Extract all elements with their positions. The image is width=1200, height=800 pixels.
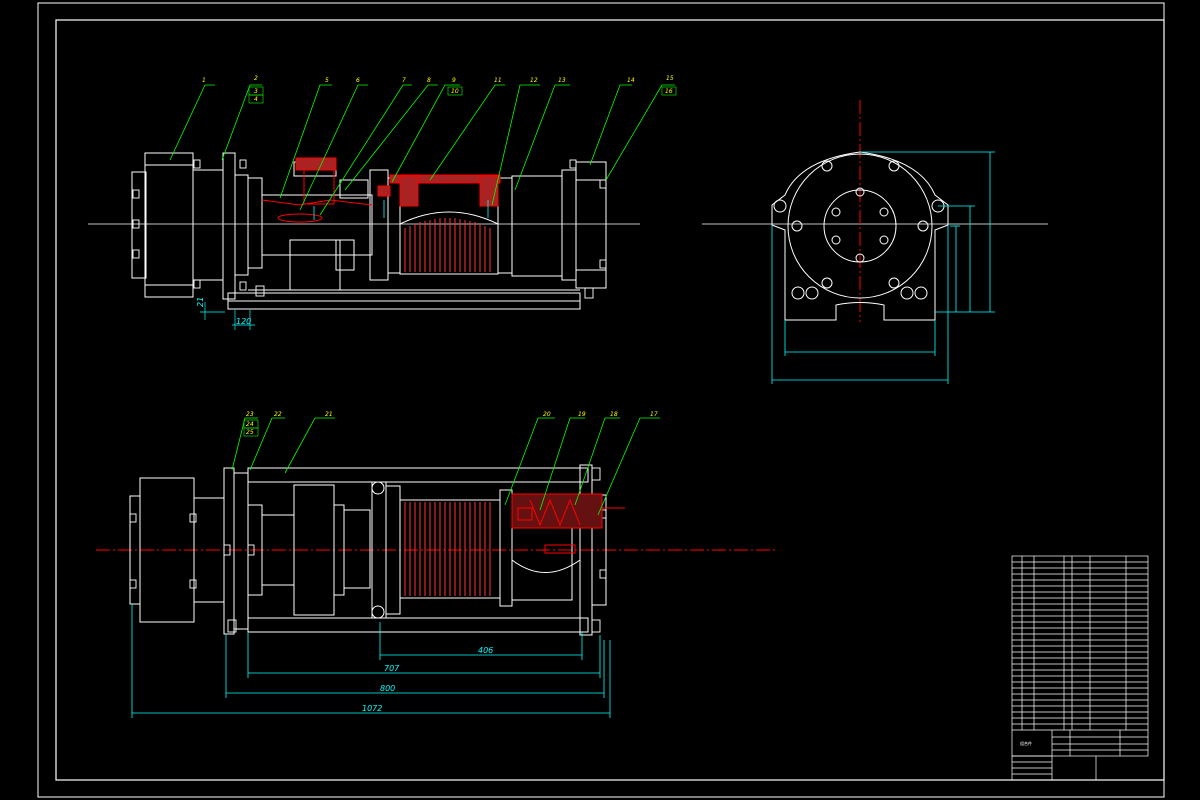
parts-list-title-block [1011, 555, 1149, 780]
balloon-13: 13 [558, 77, 566, 84]
top-section-view: 1 2 3 4 5 6 7 8 9 10 11 12 13 14 15 16 2… [88, 75, 677, 330]
balloon-12: 12 [530, 77, 538, 84]
balloon-16: 16 [665, 88, 673, 95]
title-block-label: 组合件 [1020, 740, 1032, 746]
balloon-17: 17 [650, 411, 658, 418]
balloon-8: 8 [427, 77, 431, 84]
bottom-balloon-numbers: 23 24 25 22 21 20 19 18 17 [246, 411, 658, 436]
top-drum-coil [404, 218, 491, 272]
balloon-9: 9 [452, 77, 456, 84]
dim-1072: 1072 [362, 704, 382, 713]
dim-800: 800 [380, 684, 395, 693]
end-view [702, 100, 1048, 384]
drawing-frame [37, 2, 1165, 798]
balloon-5: 5 [325, 77, 329, 84]
balloon-19: 19 [578, 411, 586, 418]
bottom-plan-view: 23 24 25 22 21 20 19 18 17 406 707 8 [96, 411, 775, 718]
balloon-15: 15 [666, 75, 674, 82]
balloon-20: 20 [543, 411, 551, 418]
balloon-3: 3 [254, 88, 258, 95]
dim-small-height: 21 [196, 297, 205, 307]
balloon-6: 6 [356, 77, 360, 84]
balloon-22: 22 [274, 411, 282, 418]
dim-406: 406 [478, 646, 493, 655]
balloon-25: 25 [246, 429, 254, 436]
balloon-21: 21 [325, 411, 333, 418]
dim-small-width: 120 [236, 317, 251, 326]
balloon-11: 11 [494, 77, 502, 84]
balloon-23: 23 [246, 411, 254, 418]
balloon-4: 4 [254, 96, 258, 103]
balloon-2: 2 [254, 75, 258, 82]
dim-707: 707 [384, 664, 400, 673]
top-leader-lines [169, 84, 675, 216]
balloon-7: 7 [402, 77, 406, 84]
bottom-drum-coil [404, 502, 491, 596]
balloon-1: 1 [202, 77, 206, 84]
bottom-dimensions [131, 604, 611, 718]
top-balloon-numbers: 1 2 3 4 5 6 7 8 9 10 11 12 13 14 15 16 [202, 75, 674, 103]
bottom-leader-lines [231, 417, 660, 516]
balloon-18: 18 [610, 411, 618, 418]
balloon-24: 24 [246, 421, 254, 428]
balloon-14: 14 [627, 77, 635, 84]
balloon-10: 10 [451, 88, 459, 95]
top-section-hatch [261, 157, 501, 223]
